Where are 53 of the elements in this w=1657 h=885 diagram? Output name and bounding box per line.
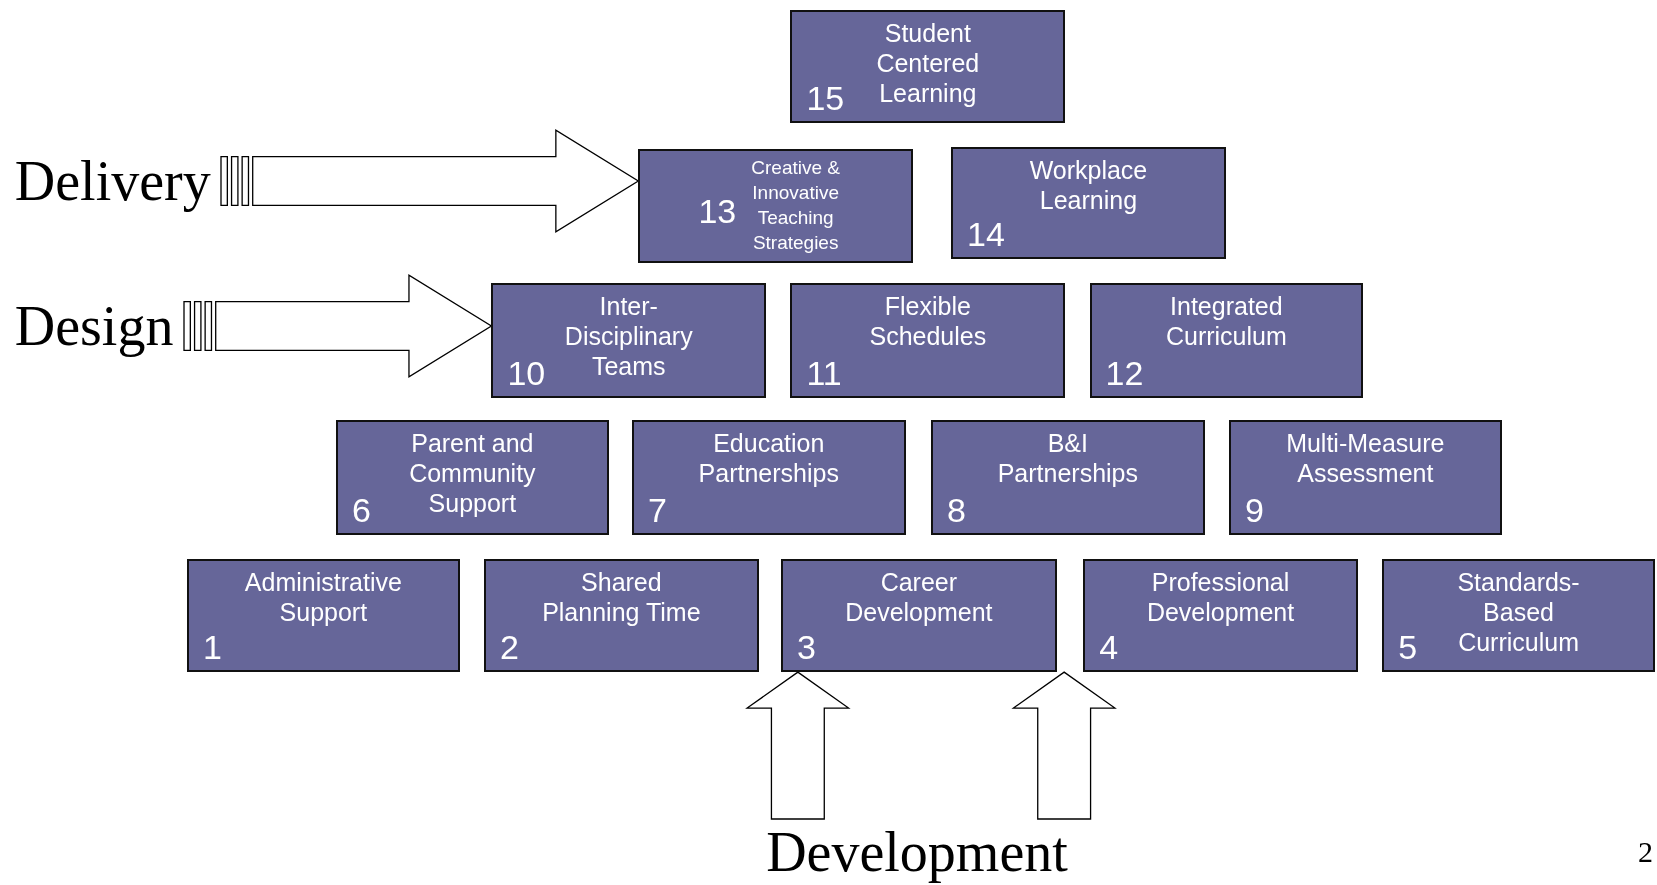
box-number: 5 bbox=[1398, 628, 1418, 667]
box-title: Multi-Measure Assessment bbox=[1286, 427, 1445, 488]
box-title: Career Development bbox=[844, 567, 994, 627]
block-arrow bbox=[1011, 671, 1117, 820]
stage-label: Delivery bbox=[14, 147, 211, 214]
box-number: 7 bbox=[647, 490, 667, 529]
box-title: Integrated Curriculum bbox=[1164, 291, 1288, 352]
stage-label: Development bbox=[766, 819, 1068, 885]
box-title: Administrative Support bbox=[244, 567, 403, 627]
block-arrow bbox=[220, 129, 640, 233]
box-title: Inter-Disciplinary Teams bbox=[563, 291, 694, 382]
pyramid-box bbox=[631, 419, 906, 535]
block-arrow bbox=[183, 274, 493, 378]
pyramid-box bbox=[1229, 419, 1502, 535]
pyramid-box bbox=[484, 559, 759, 673]
box-title: Professional Development bbox=[1145, 567, 1296, 627]
stage-label: Design bbox=[14, 292, 174, 359]
box-number: 4 bbox=[1099, 628, 1119, 667]
pyramid-box bbox=[790, 9, 1066, 123]
box-title: Workplace Learning bbox=[1028, 154, 1149, 215]
pyramid-box bbox=[1382, 559, 1655, 673]
box-number: 14 bbox=[967, 214, 1005, 253]
box-title: Education Partnerships bbox=[697, 427, 840, 488]
box-number: 9 bbox=[1245, 490, 1264, 529]
pyramid-box bbox=[780, 559, 1057, 673]
block-arrow bbox=[745, 671, 851, 820]
pyramid-box bbox=[1083, 559, 1358, 673]
pyramid-box bbox=[951, 146, 1226, 259]
box-title: Creative & Innovative Teaching Strategies bbox=[750, 156, 841, 255]
box-number: 15 bbox=[806, 78, 845, 117]
box-number: 11 bbox=[806, 354, 842, 393]
box-title: Flexible Schedules bbox=[868, 291, 988, 352]
pyramid-box bbox=[931, 419, 1205, 535]
box-title: Parent and Community Support bbox=[408, 427, 537, 518]
box-title: B&I Partnerships bbox=[996, 427, 1139, 488]
pyramid-box bbox=[336, 419, 609, 535]
box-title: Standards-Based Curriculum bbox=[1456, 567, 1581, 657]
pyramid-box bbox=[1089, 283, 1364, 399]
box-title: Student Centered Learning bbox=[875, 17, 981, 108]
pyramid-box bbox=[187, 559, 460, 673]
pyramid-box bbox=[491, 283, 767, 399]
pyramid-box bbox=[638, 149, 914, 264]
box-number: 6 bbox=[352, 490, 371, 529]
box-number: 13 bbox=[698, 192, 737, 231]
box-number: 1 bbox=[203, 628, 222, 667]
pyramid-box bbox=[790, 283, 1066, 399]
box-number: 8 bbox=[947, 490, 966, 529]
box-number: 12 bbox=[1105, 354, 1144, 393]
box-number: 3 bbox=[796, 628, 816, 667]
page-number: 2 bbox=[1638, 834, 1653, 869]
box-title: Shared Planning Time bbox=[541, 567, 702, 627]
box-number: 2 bbox=[500, 628, 519, 667]
box-number: 10 bbox=[507, 354, 546, 393]
